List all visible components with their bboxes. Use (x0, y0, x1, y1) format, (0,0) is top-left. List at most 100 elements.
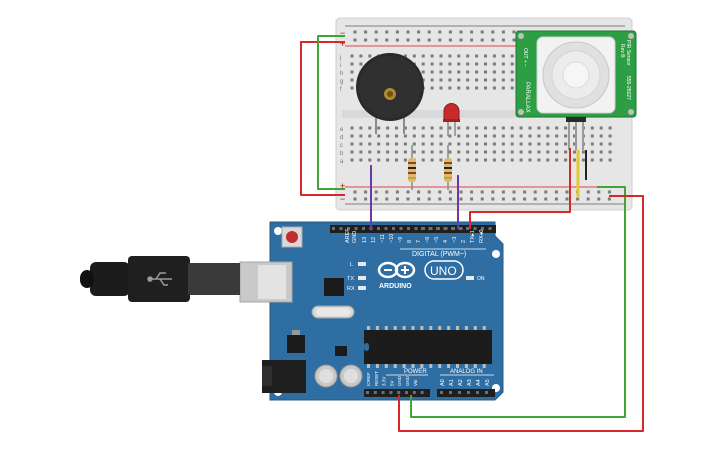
rail-hole (523, 197, 527, 201)
breadboard-hole (510, 134, 514, 138)
breadboard-hole (492, 142, 496, 146)
header-pin (399, 227, 403, 230)
breadboard-hole (430, 150, 434, 154)
breadboard-hole (590, 134, 594, 138)
breadboard-hole (430, 62, 434, 66)
rail-hole (374, 30, 378, 34)
breadboard-hole (537, 126, 541, 130)
rail-hole (533, 190, 537, 194)
breadboard-hole (564, 134, 568, 138)
breadboard-hole (457, 78, 461, 82)
breadboard-hole (475, 142, 479, 146)
power-pin-label: 5V (389, 380, 394, 386)
pir-part-number: 555-28027 (625, 76, 631, 100)
breadboard-hole (448, 142, 452, 146)
rail-hole (427, 190, 431, 194)
row-letter: g (340, 79, 343, 85)
breadboard-hole (439, 62, 443, 66)
breadboard-hole (528, 142, 532, 146)
breadboard-hole (573, 134, 576, 138)
rail-hole (491, 38, 495, 42)
rail-hole (427, 38, 431, 42)
breadboard-hole (350, 126, 354, 130)
breadboard-hole (439, 150, 443, 154)
analog-pin-label: A4 (476, 379, 482, 386)
wires (300, 35, 644, 432)
header-pin (407, 227, 410, 230)
rail-hole (385, 197, 389, 201)
analog-pin-label: A5 (485, 379, 491, 386)
breadboard-hole (501, 54, 505, 58)
power-pin-label: IOREF (366, 372, 371, 386)
rail-hole (406, 197, 410, 201)
breadboard-hole (377, 150, 381, 154)
breadboard-hole (475, 158, 479, 162)
rail-hole (385, 38, 389, 42)
breadboard-hole (457, 158, 461, 162)
header-pin (397, 391, 401, 394)
rail-hole (395, 190, 399, 194)
breadboard-hole (501, 78, 505, 82)
rail-hole (501, 190, 505, 194)
breadboard-hole (368, 126, 372, 130)
power-pin-label: 3.3V (382, 377, 387, 386)
breadboard-hole (466, 158, 470, 162)
breadboard-hole (510, 158, 514, 162)
analog-pin-label: A2 (458, 379, 464, 386)
breadboard-hole (608, 142, 612, 146)
breadboard-hole (537, 142, 541, 146)
breadboard-hole (501, 62, 505, 66)
rail-hole (364, 197, 368, 201)
breadboard-hole (368, 150, 372, 154)
arduino-logo-icon (377, 261, 416, 279)
breadboard-hole (395, 134, 398, 138)
breadboard-hole (359, 150, 363, 154)
breadboard-hole (484, 78, 487, 82)
chip-leg (420, 326, 424, 330)
breadboard-hole (466, 86, 470, 90)
breadboard-hole (368, 142, 372, 146)
breadboard-hole (430, 78, 434, 82)
rail-hole (576, 197, 580, 201)
header-pin (451, 227, 454, 230)
chip-leg (367, 326, 370, 330)
breadboard-hole (608, 150, 612, 154)
breadboard-hole (448, 134, 452, 138)
rail-hole (512, 197, 516, 201)
digital-header-left (330, 225, 466, 233)
rail-hole (459, 30, 463, 34)
breadboard-hole (599, 126, 603, 130)
rail-hole (459, 197, 463, 201)
power-pin-label: Vin (413, 379, 418, 386)
breadboard-hole (350, 86, 354, 90)
breadboard-hole (546, 126, 550, 130)
breadboard-hole (439, 78, 443, 82)
breadboard-hole (350, 142, 354, 146)
header-pin (466, 227, 469, 230)
breadboard-hole (466, 142, 470, 146)
breadboard-hole (484, 62, 487, 66)
breadboard-hole (581, 150, 585, 154)
rail-hole (491, 190, 495, 194)
breadboard-hole (448, 62, 452, 66)
breadboard-hole (430, 158, 434, 162)
breadboard-hole (519, 158, 523, 162)
breadboard-hole (439, 142, 443, 146)
header-pin (381, 391, 385, 394)
rail-hole (448, 197, 452, 201)
header-pin (458, 227, 462, 230)
breadboard-hole (501, 86, 505, 90)
rail-hole (512, 38, 516, 42)
breadboard-hole (492, 70, 496, 74)
header-pin (354, 227, 358, 230)
pir-brand: PARALLAX (524, 82, 530, 113)
breadboard-hole (599, 134, 603, 138)
breadboard-hole (439, 126, 443, 130)
led-on-label: ON (477, 276, 485, 282)
rail-hole (512, 190, 516, 194)
analog-pin-label: A3 (467, 379, 473, 386)
breadboard-hole (395, 126, 398, 130)
chip-leg (464, 326, 468, 330)
chip-leg (473, 364, 477, 368)
